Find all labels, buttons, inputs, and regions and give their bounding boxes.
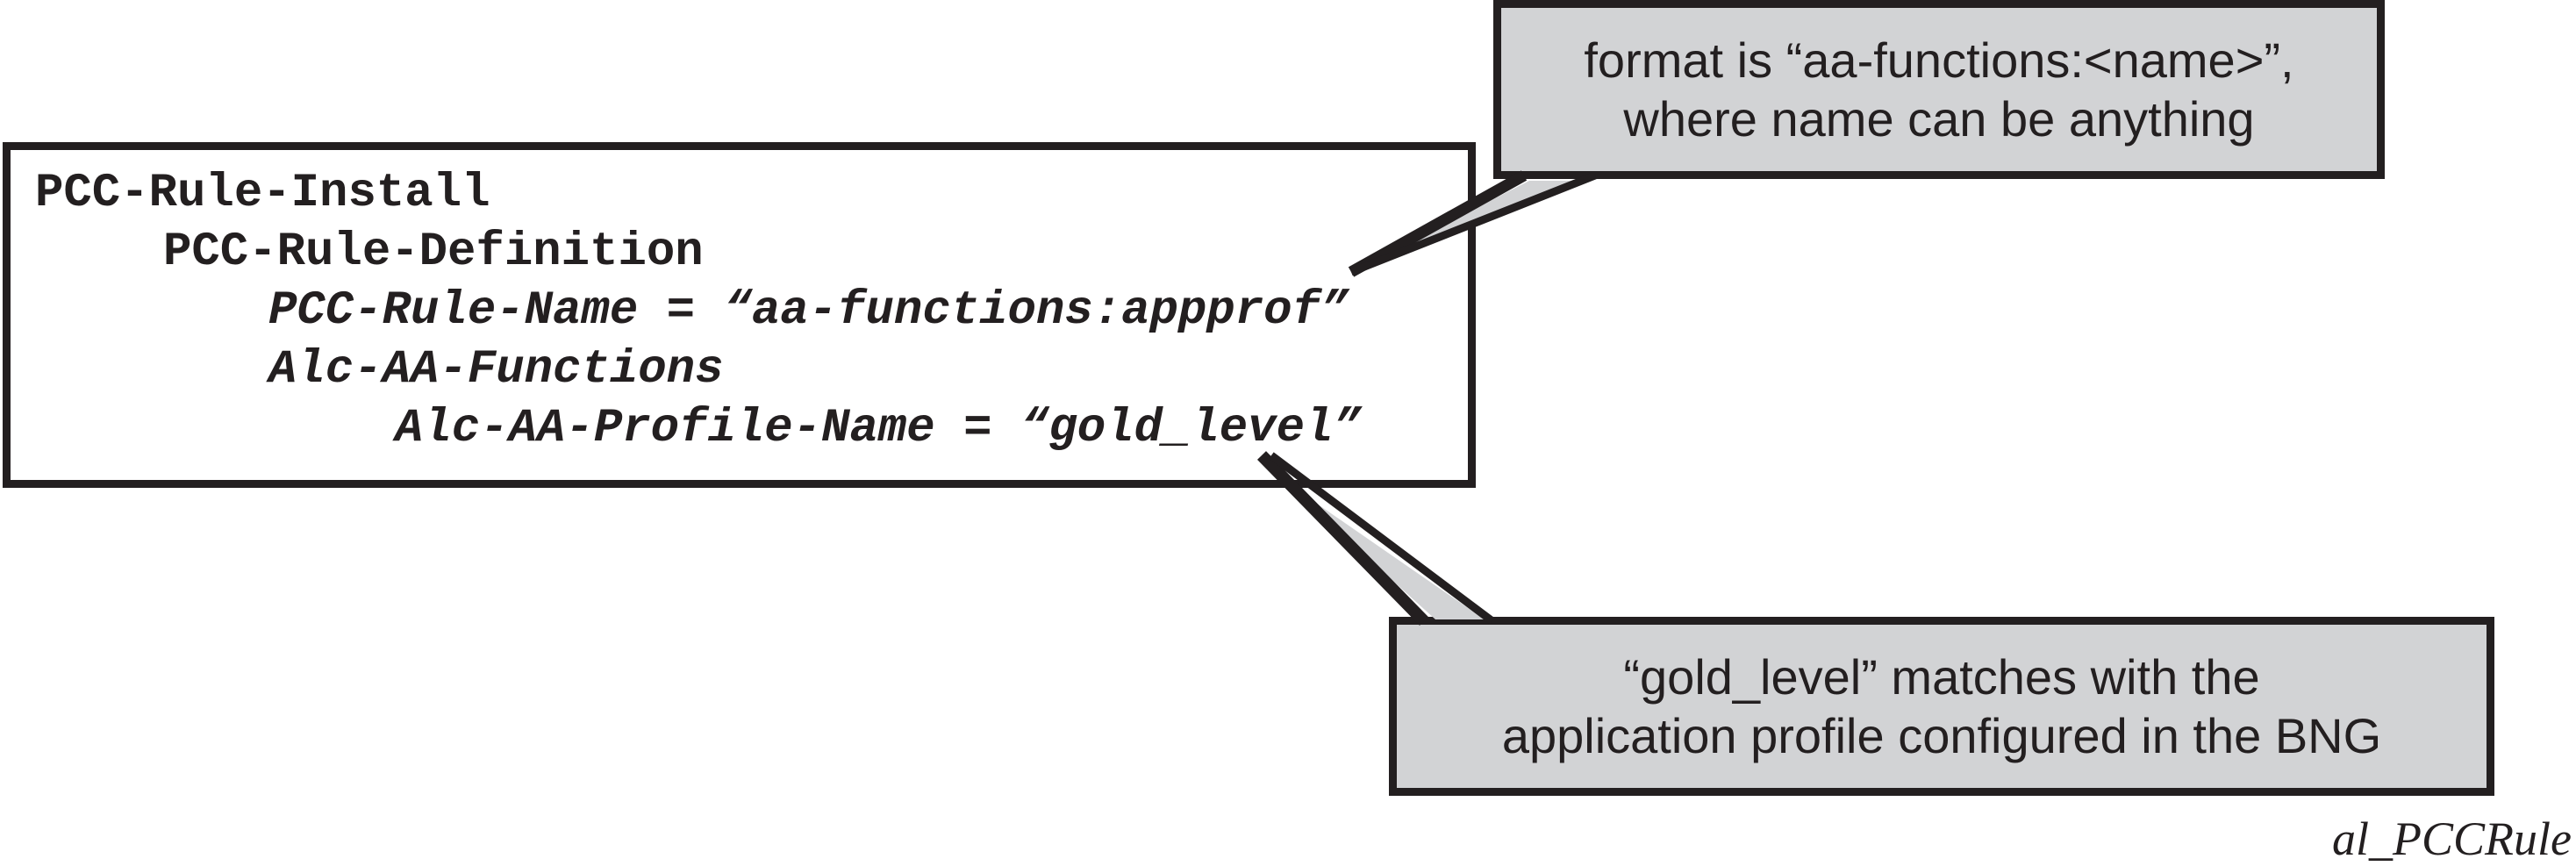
callout-gold-level-note: “gold_level” matches with the applicatio…	[1389, 617, 2494, 796]
callout-gold-level-note-line1: “gold_level” matches with the	[1623, 649, 2260, 705]
code-line-pcc-rule-install: PCC-Rule-Install	[35, 167, 490, 220]
callout-format-note-line2: where name can be anything	[1623, 91, 2255, 147]
code-line-pcc-rule-definition: PCC-Rule-Definition	[163, 225, 704, 279]
callout-format-note: format is “aa-functions:<name>”, where n…	[1493, 0, 2385, 179]
pcc-rule-code-box: PCC-Rule-Install PCC-Rule-Definition PCC…	[3, 142, 1476, 488]
code-line-pcc-rule-name: PCC-Rule-Name = “aa-functions:appprof”	[268, 284, 1349, 338]
callout-format-note-line1: format is “aa-functions:<name>”,	[1584, 32, 2294, 88]
code-line-alc-aa-functions: Alc-AA-Functions	[268, 343, 724, 397]
callout-gold-level-note-line2: application profile configured in the BN…	[1501, 708, 2382, 763]
code-line-alc-aa-profile-name: Alc-AA-Profile-Name = “gold_level”	[395, 402, 1362, 455]
figure-caption: al_PCCRule	[2332, 812, 2572, 865]
